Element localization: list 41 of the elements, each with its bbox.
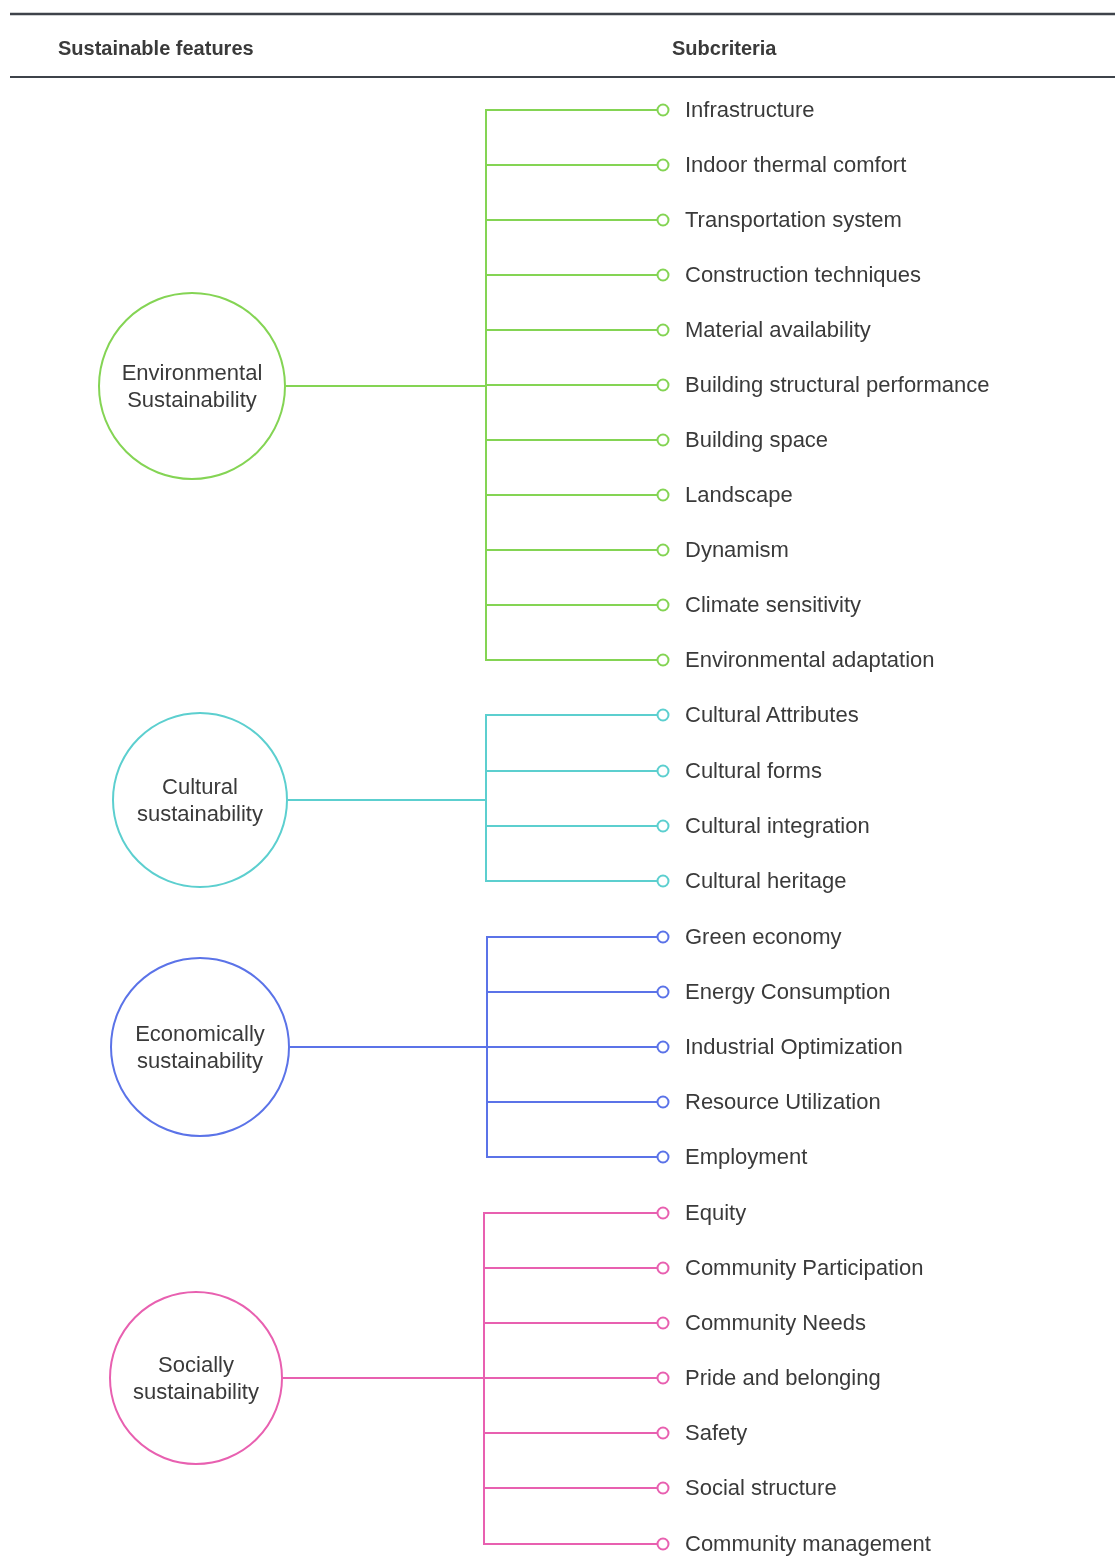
category-label: Socially sustainability [132,1351,260,1405]
connector [285,385,670,667]
subcriterion-label: Cultural integration [685,813,870,838]
category-circle [109,1291,283,1465]
category-label: Economically sustainability [134,1020,266,1074]
category-circle [98,292,286,480]
subcriterion-label: Indoor thermal comfort [685,152,907,177]
subcriterion-label: Building space [685,427,829,452]
connector [282,1377,670,1551]
category-label: Environmental Sustainability [120,359,264,413]
column-header: Subcriteria [672,37,777,60]
column-header: Sustainable features [58,37,254,60]
subcriterion-label: Cultural forms [685,758,822,783]
subcriterion-label: Environmental adaptation [685,647,935,672]
subcriterion-label: Community Participation [685,1255,924,1280]
subcriterion-label: Infrastructure [685,97,815,122]
subcriterion-label: Resource Utilization [685,1089,881,1114]
subcriterion-label: Social structure [685,1475,837,1500]
subcriterion-label: Construction techniques [685,262,922,287]
subcriterion-label: Employment [685,1144,808,1169]
subcriterion-label: Climate sensitivity [685,592,862,617]
subcriterion-label: Energy Consumption [685,979,891,1004]
category-circle [112,712,288,888]
subcriterion-label: Community Needs [685,1310,866,1335]
subcriterion-label: Safety [685,1420,748,1445]
subcriterion-label: Cultural heritage [685,868,847,893]
subcriterion-label: Building structural performance [685,372,990,397]
subcriterion-label: Landscape [685,482,793,507]
subcriterion-label: Dynamism [685,537,789,562]
subcriterion-label: Industrial Optimization [685,1034,903,1059]
subcriterion-label: Community management [685,1531,931,1556]
connector [287,799,670,888]
subcriterion-label: Equity [685,1200,747,1225]
connector [289,1046,670,1164]
category-label: Cultural sustainability [136,773,264,827]
category-circle [110,957,290,1137]
subcriterion-label: Transportation system [685,207,902,232]
subcriterion-label: Green economy [685,924,842,949]
subcriterion-label: Material availability [685,317,871,342]
subcriterion-label: Pride and belonging [685,1365,881,1390]
subcriterion-label: Cultural Attributes [685,702,859,727]
